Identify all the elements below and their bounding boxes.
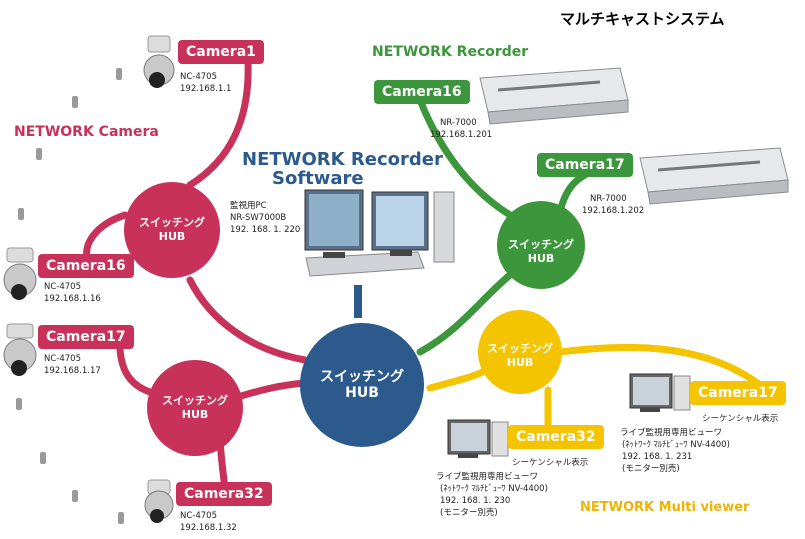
- camera-16-label: Camera16: [38, 254, 134, 278]
- viewer-camera17-label: Camera17: [690, 381, 786, 405]
- camera-32-ip: 192.168.1.32: [180, 523, 237, 533]
- link-upper-hub-center: [186, 276, 309, 364]
- recorder-icon: [479, 67, 629, 125]
- link-center-yellow-hub: [426, 366, 489, 392]
- viewer-1-line1: ライブ監視用専用ビューワ: [436, 472, 539, 482]
- viewer-2-line4: (モニター別売): [622, 464, 680, 474]
- pc-label-line2: NR-SW7000B: [230, 213, 287, 223]
- viewer-1-line3: 192. 168. 1. 230: [440, 496, 511, 506]
- dome-camera-icon: [3, 247, 37, 300]
- hub-yellow: [478, 310, 562, 394]
- hub-label-line2: HUB: [345, 385, 379, 401]
- hub-upper-pink-label: スイッチング HUB: [124, 216, 220, 244]
- small-camera-icons: [16, 68, 124, 524]
- section-software-line2: Software: [272, 168, 364, 189]
- hub-center: [300, 323, 424, 447]
- viewer-devices: [447, 373, 691, 458]
- viewer-2-line1: ライブ監視用専用ビューワ: [620, 428, 723, 438]
- hub-label-line2: HUB: [506, 356, 534, 369]
- page-title: マルチキャストシステム: [560, 10, 725, 28]
- camera-1-model: NC-4705: [180, 72, 217, 82]
- recorder-2-model: NR-7000: [590, 194, 627, 204]
- hub-lower-pink: [147, 360, 243, 456]
- viewer-1-line4: (モニター別売): [440, 508, 498, 518]
- link-camera1-hub: [186, 58, 252, 189]
- camera-1-ip: 192.168.1.1: [180, 84, 232, 94]
- camera-16-model: NC-4705: [44, 282, 81, 292]
- hub-label-line1: スイッチング: [508, 238, 574, 251]
- camera-1-label: Camera1: [178, 40, 264, 64]
- hub-lower-pink-label: スイッチング HUB: [147, 394, 243, 422]
- camera-17-model: NC-4705: [44, 354, 81, 364]
- link-yellow-hub-viewer17: [556, 343, 764, 389]
- hub-label-line2: HUB: [527, 252, 555, 265]
- viewer-camera32-label: Camera32: [508, 425, 604, 449]
- hub-label-line1: スイッチング: [139, 216, 205, 229]
- recorder-camera16-label: Camera16: [374, 80, 470, 104]
- pc-label-line1: 監視用PC: [230, 201, 267, 211]
- recorder-1-model: NR-7000: [440, 118, 477, 128]
- camera-17-ip: 192.168.1.17: [44, 366, 101, 376]
- viewer-2-line2: (ﾈｯﾄﾜｰｸ ﾏﾙﾁﾋﾞｭｰﾜ NV-4400): [622, 440, 730, 450]
- hub-upper-pink: [124, 182, 220, 278]
- pc-label-line3: 192. 168. 1. 220: [230, 225, 301, 235]
- dome-camera-icon: [144, 479, 174, 523]
- section-network-camera: NETWORK Camera: [14, 124, 159, 140]
- recorder-2-ip: 192.168.1.202: [582, 206, 645, 216]
- hub-green-label: スイッチング HUB: [497, 238, 585, 266]
- recorder-1-ip: 192.168.1.201: [430, 130, 493, 140]
- section-multi-viewer: NETWORK Multi viewer: [580, 500, 750, 515]
- hub-label-line1: スイッチング: [487, 342, 553, 355]
- hub-label-line2: HUB: [158, 230, 186, 243]
- dome-camera-icon: [3, 323, 37, 376]
- viewer-icon: [447, 419, 509, 458]
- recorder-icon: [639, 147, 789, 205]
- dome-camera-icons: [3, 35, 175, 523]
- viewer-2-line3: 192. 168. 1. 231: [622, 452, 693, 462]
- link-center-green-hub: [416, 271, 514, 356]
- hub-label-line2: HUB: [181, 408, 209, 421]
- dome-camera-icon: [143, 35, 175, 88]
- camera-17-label: Camera17: [38, 325, 134, 349]
- viewer-1-sequence: シーケンシャル表示: [512, 458, 589, 468]
- hub-center-label: スイッチング HUB: [300, 369, 424, 401]
- section-network-recorder: NETWORK Recorder: [372, 44, 529, 60]
- hub-label-line1: スイッチング: [320, 369, 404, 385]
- link-green-hub-recorder16: [416, 96, 514, 219]
- hub-yellow-label: スイッチング HUB: [478, 342, 562, 370]
- section-software-line1: NETWORK Recorder: [242, 149, 443, 170]
- viewer-1-line2: (ﾈｯﾄﾜｰｸ ﾏﾙﾁﾋﾞｭｰﾜ NV-4400): [440, 484, 548, 494]
- recorder-camera17-label: Camera17: [537, 153, 633, 177]
- pc-workstation-icon: [304, 189, 455, 277]
- camera-32-label: Camera32: [176, 482, 272, 506]
- viewer-2-sequence: シーケンシャル表示: [702, 414, 779, 424]
- hub-green: [497, 201, 585, 289]
- camera-32-model: NC-4705: [180, 511, 217, 521]
- viewer-icon: [629, 373, 691, 412]
- camera-16-ip: 192.168.1.16: [44, 294, 101, 304]
- hub-label-line1: スイッチング: [162, 394, 228, 407]
- recorder-devices: [479, 67, 789, 205]
